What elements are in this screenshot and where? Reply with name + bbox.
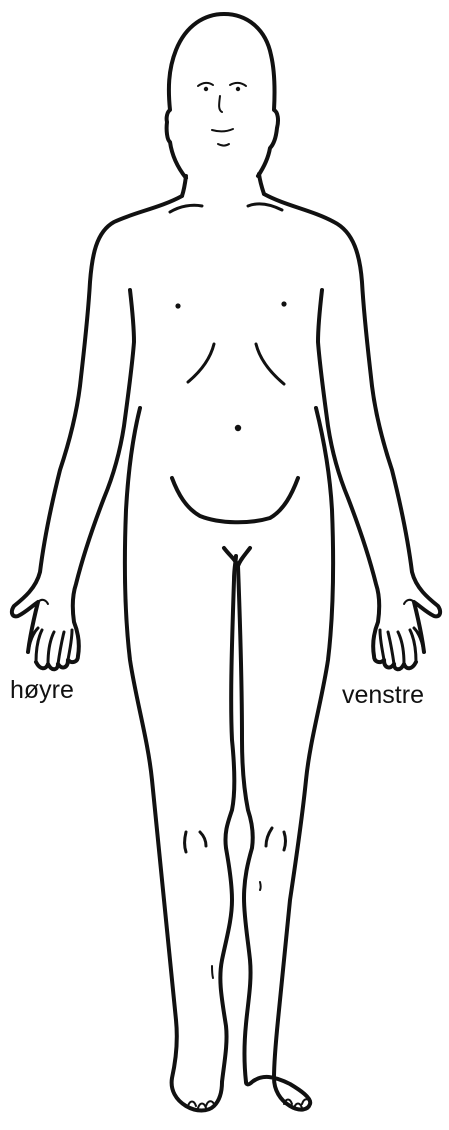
left-side-label: venstre bbox=[342, 683, 424, 708]
navel bbox=[235, 425, 241, 431]
nose bbox=[219, 96, 222, 112]
head-outline bbox=[167, 14, 278, 178]
torso-left-outline bbox=[246, 408, 333, 1110]
torso-right-outline bbox=[125, 408, 222, 1111]
pelvis-line bbox=[172, 478, 298, 522]
right-pupil bbox=[204, 87, 208, 91]
right-nipple bbox=[175, 303, 180, 308]
left-rib-curve bbox=[256, 344, 284, 384]
left-hand-fingers bbox=[380, 628, 424, 664]
right-shin-mark bbox=[212, 966, 213, 978]
left-eye bbox=[230, 83, 246, 86]
outline-left-side bbox=[264, 194, 440, 669]
inner-right-leg bbox=[220, 556, 236, 1082]
left-collarbone bbox=[248, 204, 282, 210]
right-knee-mark-2 bbox=[200, 832, 206, 846]
right-collarbone bbox=[170, 205, 202, 212]
right-side-label: høyre bbox=[10, 678, 74, 703]
left-shin-mark bbox=[260, 882, 261, 890]
left-knee-mark-1 bbox=[266, 828, 272, 846]
right-eye bbox=[198, 83, 213, 86]
chin bbox=[218, 144, 229, 146]
right-hand-fingers bbox=[28, 628, 72, 664]
left-nipple bbox=[281, 301, 286, 306]
mouth bbox=[212, 129, 233, 131]
outline-right-side bbox=[12, 196, 182, 669]
right-knee-mark-1 bbox=[185, 832, 187, 852]
inner-left-leg bbox=[238, 566, 253, 1082]
neck-right bbox=[182, 176, 186, 196]
right-rib-curve bbox=[188, 344, 214, 382]
neck-left bbox=[259, 174, 264, 194]
left-pupil bbox=[236, 87, 240, 91]
left-knee-mark-2 bbox=[284, 832, 286, 850]
